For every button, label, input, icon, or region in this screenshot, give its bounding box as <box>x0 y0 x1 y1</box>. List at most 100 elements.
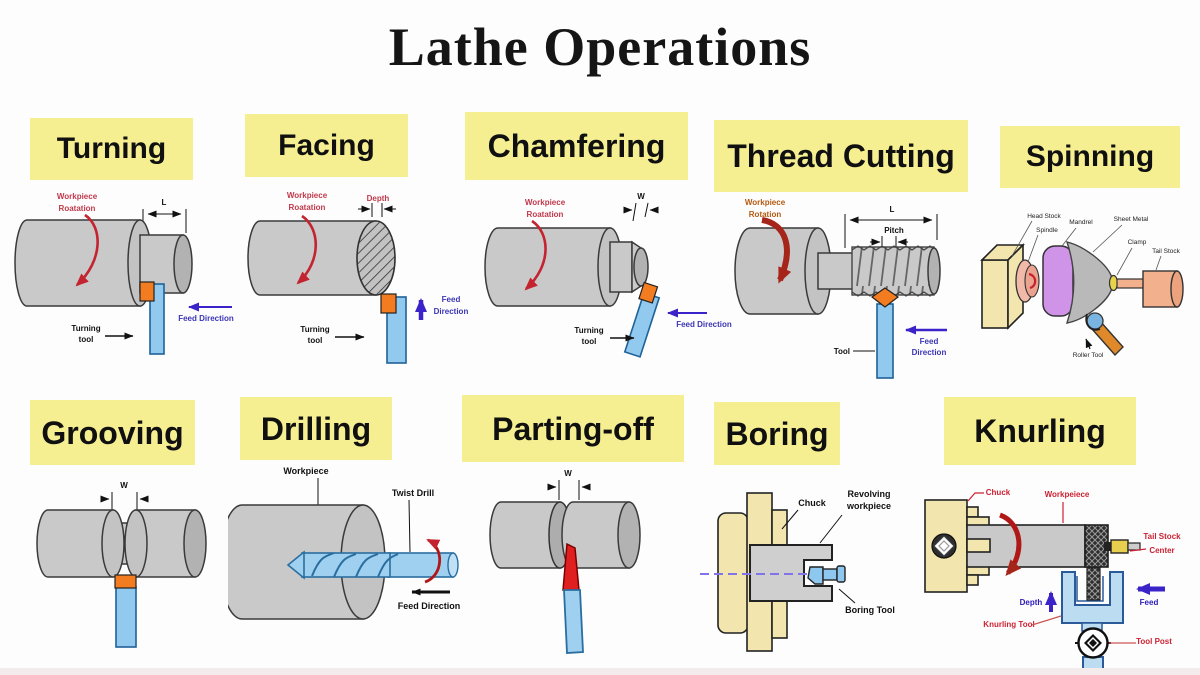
label-boring: Boring <box>714 402 840 465</box>
boring-chuck-label: Chuck <box>798 498 827 508</box>
turning-tool <box>139 281 165 355</box>
parting-off-diagram: W <box>489 469 641 654</box>
chamfering-rotation-label-2: Roatation <box>527 210 564 219</box>
label-drilling: Drilling <box>240 397 392 460</box>
knurling-tool-post <box>1075 627 1111 674</box>
knurling-chuck-leader <box>967 492 984 502</box>
parting-workpiece <box>489 501 641 569</box>
spinning-sheet-metal-label: Sheet Metal <box>1114 216 1149 223</box>
spinning-roller-tool-pointer <box>1085 338 1093 350</box>
knurling-workpiece <box>966 524 1109 568</box>
spinning-head-stock <box>980 243 1025 330</box>
spinning-roller-tool-label: Roller Tool <box>1073 352 1104 359</box>
facing-diagram: Workpiece Roatation Depth Feed Direction… <box>247 191 468 364</box>
turning-diagram: Workpiece Roatation L Feed Direction Tur… <box>14 192 234 355</box>
spinning-tail-stock-leader <box>1155 255 1162 271</box>
svg-text:Depth: Depth <box>367 194 390 203</box>
turning-rotation-arrow <box>75 213 99 287</box>
spinning-spindle-label: Spindle <box>1036 227 1058 234</box>
knurling-tool <box>1061 567 1124 632</box>
knurling-tail-stock-center <box>1104 539 1141 554</box>
drilling-twist-drill-label: Twist Drill <box>392 488 434 498</box>
thread-feed-label-1: Feed <box>920 337 939 346</box>
facing-tool <box>380 293 407 364</box>
label-facing: Facing <box>245 114 408 177</box>
drilling-workpiece-label: Workpiece <box>283 466 328 476</box>
knurling-chuck <box>924 499 990 593</box>
label-turning: Turning <box>30 118 193 180</box>
spinning-sheet-metal <box>1065 241 1113 324</box>
chamfering-tool-label-1: Turning <box>574 326 603 335</box>
turning-workpiece <box>14 219 193 307</box>
knurling-workpiece-label: Workpeiece <box>1045 490 1090 499</box>
label-grooving: Grooving <box>30 400 195 465</box>
knurling-rotation-arrow <box>998 512 1022 577</box>
svg-text:W: W <box>564 469 572 478</box>
thread-workpiece <box>734 227 941 315</box>
chamfering-rotation-label-1: Workpiece <box>525 198 566 207</box>
spinning-sheet-metal-leader <box>1092 224 1123 253</box>
grooving-diagram: W <box>36 481 207 648</box>
label-spinning: Spinning <box>1000 126 1180 188</box>
spinning-spindle-leader <box>1027 234 1039 263</box>
drilling-twist-drill-leader <box>408 499 411 553</box>
drilling-feed-label: Feed Direction <box>398 601 461 611</box>
boring-tool-leader <box>838 588 856 604</box>
turning-rotation-label-1: Workpiece <box>57 192 98 201</box>
boring-tool <box>807 565 846 585</box>
grooving-tool <box>114 574 137 648</box>
spinning-head-stock-leader <box>1011 220 1033 257</box>
thread-cutting-diagram: Workpiece Rotation L Pitch Tool Feed Dir… <box>734 198 947 379</box>
thread-tool-label: Tool <box>834 347 850 356</box>
knurling-tail-label-1: Tail Stock <box>1143 532 1181 541</box>
boring-workpiece-label-2: workpiece <box>846 501 891 511</box>
knurling-tool-label: Knurling Tool <box>983 620 1034 629</box>
chamfering-width-dimension: W <box>623 192 659 222</box>
boring-tool-label: Boring Tool <box>845 605 895 615</box>
spinning-clamp-label: Clamp <box>1128 239 1147 246</box>
page-title: Lathe Operations <box>388 17 812 77</box>
knurling-tail-leader <box>1129 548 1147 552</box>
facing-workpiece <box>247 220 396 296</box>
grooving-workpiece <box>36 509 207 578</box>
spinning-mandrel-leader <box>1061 227 1077 247</box>
chamfering-tool <box>623 281 661 358</box>
grooving-width-dimension: W <box>100 481 149 512</box>
drilling-twist-drill <box>286 550 459 580</box>
thread-rotation-arrow <box>761 217 792 284</box>
facing-rotation-label-1: Workpiece <box>287 191 328 200</box>
knurling-tool-post-label: Tool Post <box>1136 637 1172 646</box>
chamfering-tool-label-2: tool <box>582 337 597 346</box>
thread-rotation-label-2: Rotation <box>749 210 782 219</box>
svg-text:W: W <box>637 192 645 201</box>
boring-workpiece-leader <box>819 514 843 544</box>
turning-tool-label-2: tool <box>79 335 94 344</box>
knurling-tail-label-2: Center <box>1149 546 1174 555</box>
drilling-rotation-arrow <box>424 538 442 584</box>
spinning-diagram: Head Stock Spindle Mandrel Sheet Metal C… <box>980 213 1184 359</box>
thread-length-dimension: L <box>844 205 938 248</box>
thread-feed-label-2: Direction <box>912 348 947 357</box>
facing-rotation-arrow <box>296 214 318 285</box>
boring-workpiece-label-1: Revolving <box>847 489 890 499</box>
drilling-diagram: Workpiece Twist Drill Feed Direction <box>228 466 461 620</box>
spinning-roller-tool <box>1085 312 1124 357</box>
chamfering-workpiece <box>484 227 649 307</box>
knurling-depth-label: Depth <box>1020 598 1043 607</box>
thread-rotation-label-1: Workpiece <box>745 198 786 207</box>
spinning-tail-stock <box>1116 270 1184 308</box>
parting-width-dimension: W <box>547 469 591 500</box>
facing-depth-dimension: Depth <box>358 194 396 217</box>
svg-text:Pitch: Pitch <box>884 226 904 235</box>
svg-text:W: W <box>120 481 128 490</box>
label-knurling: Knurling <box>944 397 1136 465</box>
spinning-tail-stock-label: Tail Stock <box>1152 248 1181 255</box>
chamfering-diagram: Workpiece Roatation W Feed Direction Tur… <box>484 192 732 358</box>
turning-feed-label: Feed Direction <box>178 314 234 323</box>
spinning-clamp <box>1108 274 1119 292</box>
label-thread-cutting: Thread Cutting <box>714 120 968 192</box>
knurling-diagram: Depth Feed Chuck Workpeiece Tail Stock C… <box>924 488 1181 674</box>
spinning-mandrel-label: Mandrel <box>1069 219 1093 226</box>
turning-rotation-label-2: Roatation <box>59 204 96 213</box>
spinning-clamp-leader <box>1116 247 1133 276</box>
